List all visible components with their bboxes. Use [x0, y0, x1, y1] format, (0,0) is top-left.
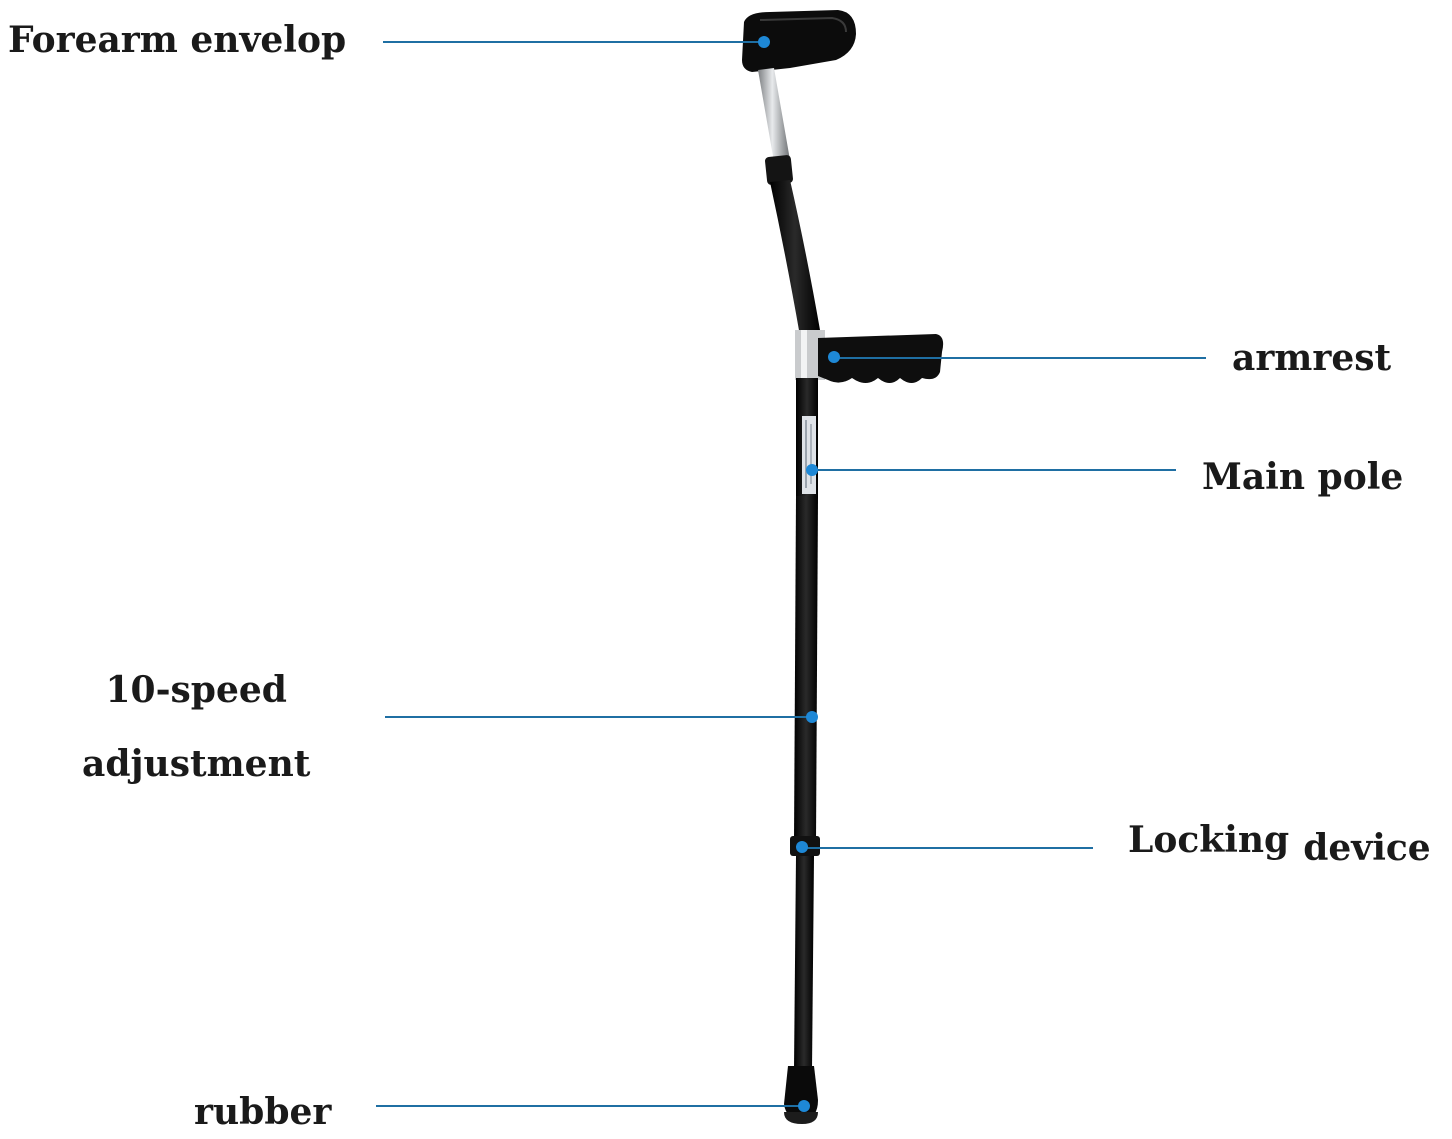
rubber-tip [784, 1066, 818, 1120]
dot-forearm [758, 36, 770, 48]
dot-main-pole [806, 464, 818, 476]
lower-pole [794, 856, 814, 1070]
main-pole-label: Main pole [1202, 456, 1404, 498]
rubber-label: rubber [194, 1091, 332, 1133]
rubber-tip-foot [784, 1112, 818, 1124]
speed-label-line2: adjustment [82, 743, 311, 785]
upper-collar [765, 155, 793, 185]
dot-speed [806, 711, 818, 723]
junction-shine [801, 330, 807, 380]
curved-arm-section [770, 180, 820, 336]
main-pole [794, 496, 818, 842]
cuff-highlight [759, 16, 847, 33]
locking-label-word1: Locking [1128, 819, 1290, 861]
speed-adjustment-label: 10-speed adjustment [82, 653, 310, 801]
locking-label-word2: device [1303, 827, 1431, 869]
forearm-cuff [742, 10, 856, 72]
dot-rubber [798, 1100, 810, 1112]
forearm-envelop-label: Forearm envelop [8, 19, 347, 61]
pole-label-sticker [802, 416, 816, 494]
locking-device-label: Locking device [1128, 819, 1431, 866]
speed-label-line1: 10-speed [105, 669, 287, 711]
upper-metal-rod [758, 68, 790, 162]
dot-locking [796, 841, 808, 853]
armrest-label: armrest [1232, 337, 1392, 379]
dot-armrest [828, 351, 840, 363]
